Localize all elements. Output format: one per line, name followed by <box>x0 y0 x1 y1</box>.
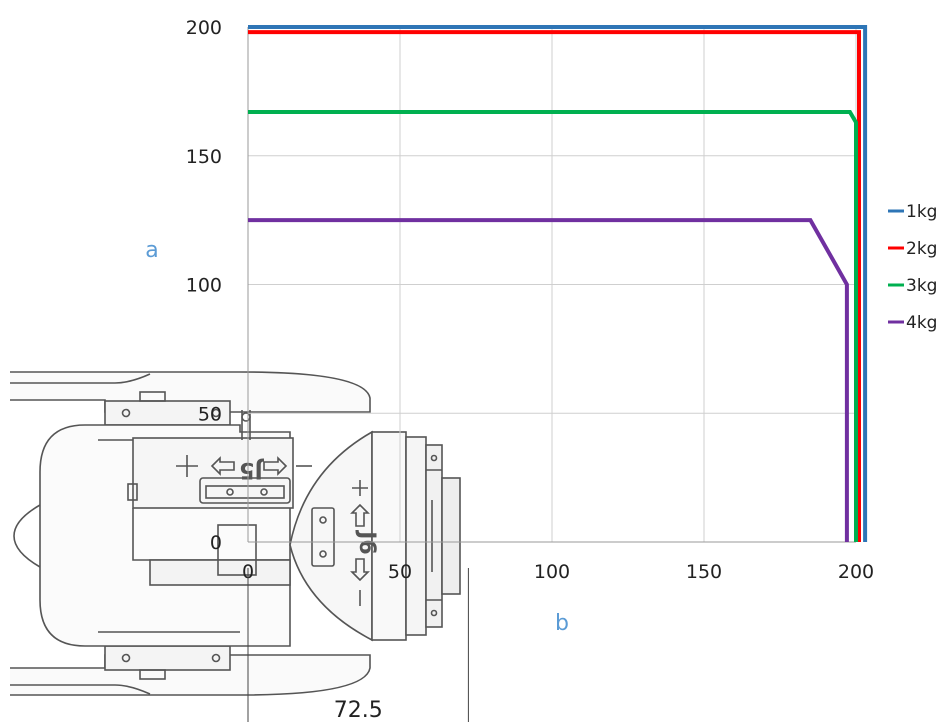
robot-wrist-drawing <box>10 371 461 696</box>
legend-label-4kg: 4kg <box>906 313 937 333</box>
dimension-label: 72.5 <box>334 698 383 722</box>
series-group <box>248 25 868 542</box>
x-tick-100: 100 <box>534 561 570 583</box>
y-tick-50: 50 <box>198 403 222 425</box>
j5-label: J5 <box>239 457 265 482</box>
x-axis-title: b <box>555 611 569 636</box>
legend-label-1kg: 1kg <box>906 202 937 222</box>
y-tick-0: 0 <box>210 532 222 554</box>
legend-label-3kg: 3kg <box>906 276 937 296</box>
series-line-4kg <box>248 218 849 542</box>
series-line-3kg <box>248 110 858 542</box>
legend-label-2kg: 2kg <box>906 239 937 259</box>
series-line-1kg <box>248 25 868 542</box>
series-line-2kg <box>248 30 861 542</box>
y-tick-100: 100 <box>186 275 222 297</box>
x-tick-200: 200 <box>838 561 874 583</box>
dimension-annotation: 72.5 <box>247 568 469 722</box>
y-tick-150: 150 <box>186 146 222 168</box>
x-tick-50: 50 <box>388 561 412 583</box>
y-tick-200: 200 <box>186 17 222 39</box>
x-tick-150: 150 <box>686 561 722 583</box>
y-axis-title: a <box>145 238 158 263</box>
legend: 1kg 2kg 3kg 4kg <box>888 202 937 333</box>
